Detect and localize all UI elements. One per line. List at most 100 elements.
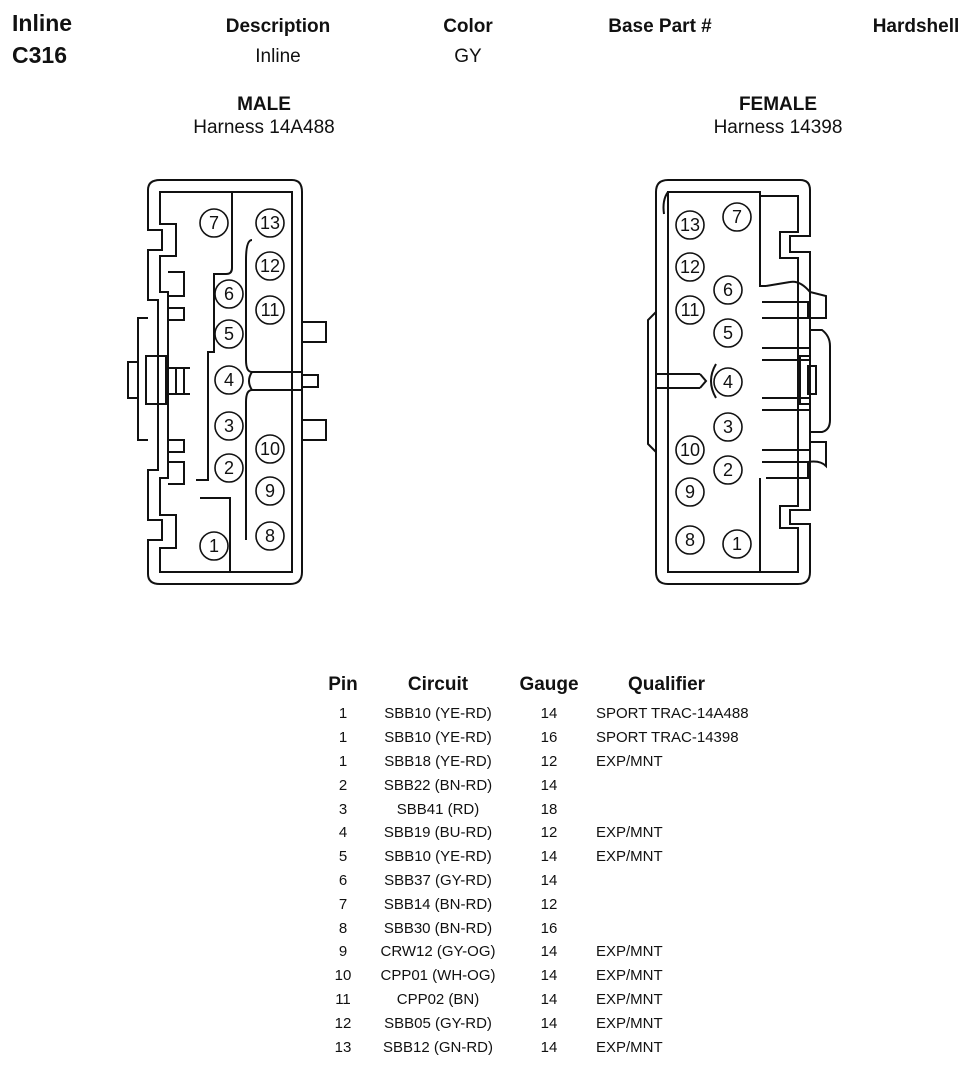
gauge-cell: 12 [540, 895, 558, 913]
pin-cell: 9 [338, 943, 348, 961]
table-row: 11 CPP02 (BN) 14 EXP/MNT [318, 988, 828, 1012]
gauge-cell: 12 [540, 752, 558, 770]
connector-type: Inline [12, 10, 73, 36]
female-pin-label: 1 [732, 534, 742, 554]
circuit-cell: SBB10 (YE-RD) [384, 848, 492, 866]
female-pin-label: 6 [723, 280, 733, 300]
pin-cell: 3 [338, 800, 348, 818]
male-pin-label: 9 [265, 481, 275, 501]
gauge-cell: 14 [540, 990, 558, 1008]
circuit-cell: SBB05 (GY-RD) [384, 1014, 492, 1032]
female-pin-label: 13 [680, 215, 700, 235]
pin-header: Pin [328, 674, 358, 695]
qualifier-cell [590, 892, 828, 916]
gauge-cell: 14 [540, 776, 558, 794]
female-harness: Harness 14398 [713, 117, 843, 138]
circuit-cell: SBB12 (GN-RD) [382, 1038, 494, 1056]
male-pin-label: 8 [265, 526, 275, 546]
female-title: FEMALE [738, 94, 818, 115]
female-pin-label: 3 [723, 417, 733, 437]
qualifier-cell: EXP/MNT [596, 824, 663, 842]
circuit-cell: CRW12 (GY-OG) [380, 943, 496, 961]
table-row: 9 CRW12 (GY-OG) 14 EXP/MNT [318, 940, 828, 964]
pin-cell: 1 [338, 729, 348, 747]
gauge-cell: 14 [540, 1038, 558, 1056]
hardshell-label: Hardshell [872, 16, 960, 37]
male-connector-diagram: 7 13 12 6 11 5 4 3 10 2 9 1 8 [127, 179, 327, 585]
gauge-header: Gauge [519, 674, 579, 695]
qualifier-cell: EXP/MNT [596, 990, 663, 1008]
circuit-cell: CPP01 (WH-OG) [380, 967, 496, 985]
male-pin-circle [199, 208, 229, 238]
pin-cell: 5 [338, 848, 348, 866]
female-pin-label: 9 [685, 482, 695, 502]
table-header-row: Pin Circuit Gauge Qualifier [318, 672, 828, 702]
gauge-cell: 12 [540, 824, 558, 842]
qualifier-cell [590, 773, 828, 797]
pin-cell: 11 [335, 990, 351, 1008]
circuit-cell: SBB19 (BU-RD) [383, 824, 493, 842]
gauge-cell: 14 [540, 967, 558, 985]
male-pin-label: 7 [209, 213, 219, 233]
qualifier-cell: EXP/MNT [596, 943, 663, 961]
male-pin-label: 4 [224, 370, 234, 390]
gauge-cell: 18 [540, 800, 558, 818]
circuit-cell: SBB30 (BN-RD) [383, 919, 493, 937]
male-pin-label: 1 [209, 536, 219, 556]
circuit-cell: SBB22 (BN-RD) [383, 776, 493, 794]
pin-cell: 8 [338, 919, 348, 937]
color-label: Color [443, 16, 493, 37]
female-pin-label: 2 [723, 460, 733, 480]
gauge-cell: 16 [540, 729, 558, 747]
circuit-cell: SBB41 (RD) [396, 800, 480, 818]
qualifier-cell: EXP/MNT [596, 848, 663, 866]
qualifier-cell: EXP/MNT [596, 1014, 663, 1032]
female-pin-label: 4 [723, 372, 733, 392]
description-label: Description [225, 16, 331, 37]
qualifier-header: Qualifier [628, 674, 706, 695]
description-value: Inline [255, 46, 301, 67]
pin-cell: 10 [334, 967, 352, 985]
female-pin-label: 11 [681, 300, 700, 320]
female-pin-label: 7 [732, 207, 742, 227]
circuit-header: Circuit [407, 674, 469, 695]
female-pin-label: 5 [723, 323, 733, 343]
circuit-cell: SBB10 (YE-RD) [384, 705, 492, 723]
female-pin-label: 8 [685, 530, 695, 550]
male-pin-label: 12 [260, 256, 280, 276]
qualifier-cell: SPORT TRAC-14398 [596, 729, 739, 747]
gauge-cell: 14 [540, 705, 558, 723]
pin-cell: 1 [338, 705, 348, 723]
gauge-cell: 14 [540, 943, 558, 961]
qualifier-cell [590, 869, 828, 893]
qualifier-cell [590, 797, 828, 821]
pin-cell: 13 [334, 1038, 352, 1056]
female-pin-label: 10 [680, 440, 700, 460]
male-title: MALE [237, 94, 291, 115]
pin-cell: 2 [338, 776, 348, 794]
circuit-cell: SBB18 (YE-RD) [384, 752, 492, 770]
qualifier-cell: SPORT TRAC-14A488 [596, 705, 749, 723]
circuit-cell: CPP02 (BN) [396, 990, 480, 1008]
base-part-label: Base Part # [608, 16, 712, 37]
male-pin-label: 11 [261, 300, 280, 320]
circuit-cell: SBB14 (BN-RD) [383, 895, 493, 913]
male-pin-label: 5 [224, 324, 234, 344]
male-pin-label: 13 [260, 213, 280, 233]
color-value: GY [454, 46, 482, 67]
circuit-cell: SBB37 (GY-RD) [384, 871, 492, 889]
male-pin-label: 10 [260, 439, 280, 459]
gauge-cell: 14 [540, 1014, 558, 1032]
